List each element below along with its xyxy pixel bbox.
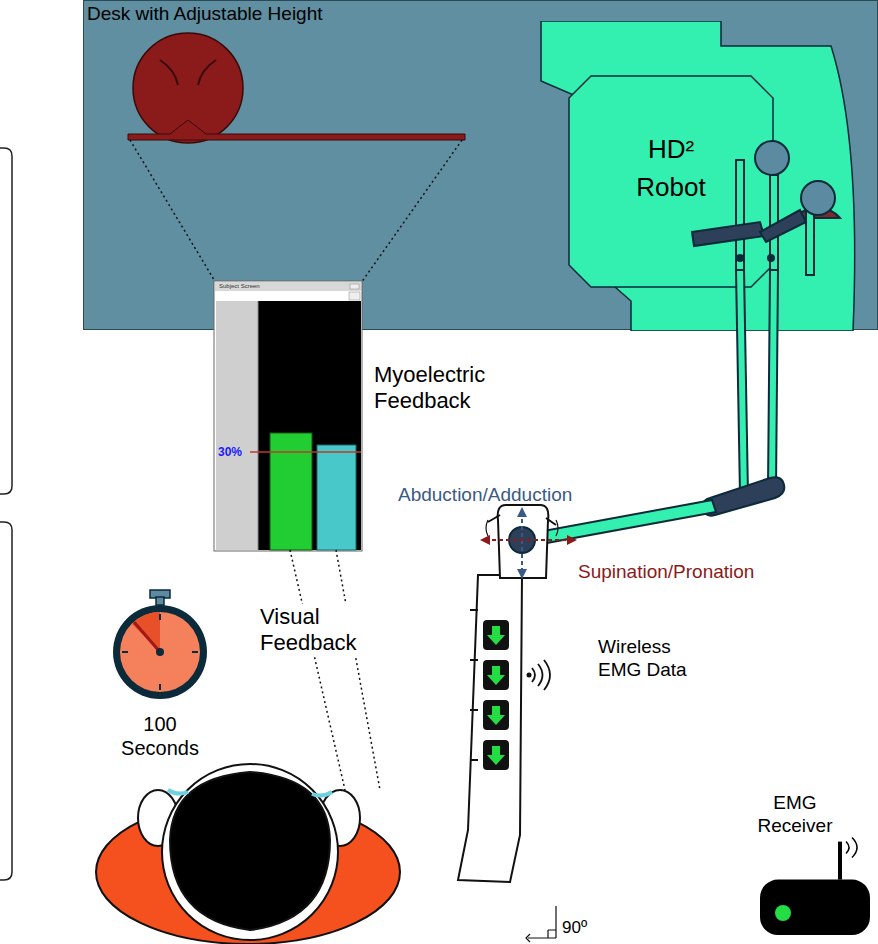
abduction-arrow — [521, 512, 523, 574]
desk-label: Desk with Adjustable Height — [87, 3, 323, 26]
panel-bracket — [0, 148, 12, 494]
stopwatch — [113, 590, 207, 699]
zoom-line — [361, 140, 462, 283]
subject — [96, 505, 556, 944]
robot-box: HD² Robot — [481, 21, 864, 331]
duration-label: 100 Seconds — [118, 712, 202, 760]
supination-arrow — [485, 539, 572, 541]
angle-mark — [528, 906, 556, 938]
threshold-value: 30% — [218, 445, 254, 459]
robot-label: HD² Robot — [631, 131, 711, 206]
feedback-label: Myoelectric Feedback — [374, 362, 514, 415]
motion-label: Abduction/Adduction — [398, 484, 598, 507]
emg-sensors — [483, 620, 509, 770]
sight-line — [336, 550, 380, 790]
angle-label: 90º — [562, 918, 602, 938]
zoom-line — [130, 140, 216, 283]
receiver-label: EMG Receiver — [740, 792, 850, 838]
wireless-symbol — [532, 660, 550, 690]
feedback-screen — [214, 281, 362, 551]
panel-bracket — [0, 522, 12, 880]
receiver-box: EMG Receiver — [740, 792, 874, 937]
robot-linkage — [527, 141, 840, 546]
sight-line — [290, 550, 345, 790]
feedback-label: Visual Feedback — [258, 604, 372, 657]
signal-label: Wireless EMG Data — [598, 636, 698, 682]
window-title: Subject Screen — [219, 283, 309, 290]
receiver-device — [740, 792, 874, 937]
monitor — [128, 33, 465, 143]
motion-label: Supination/Pronation — [578, 561, 788, 584]
